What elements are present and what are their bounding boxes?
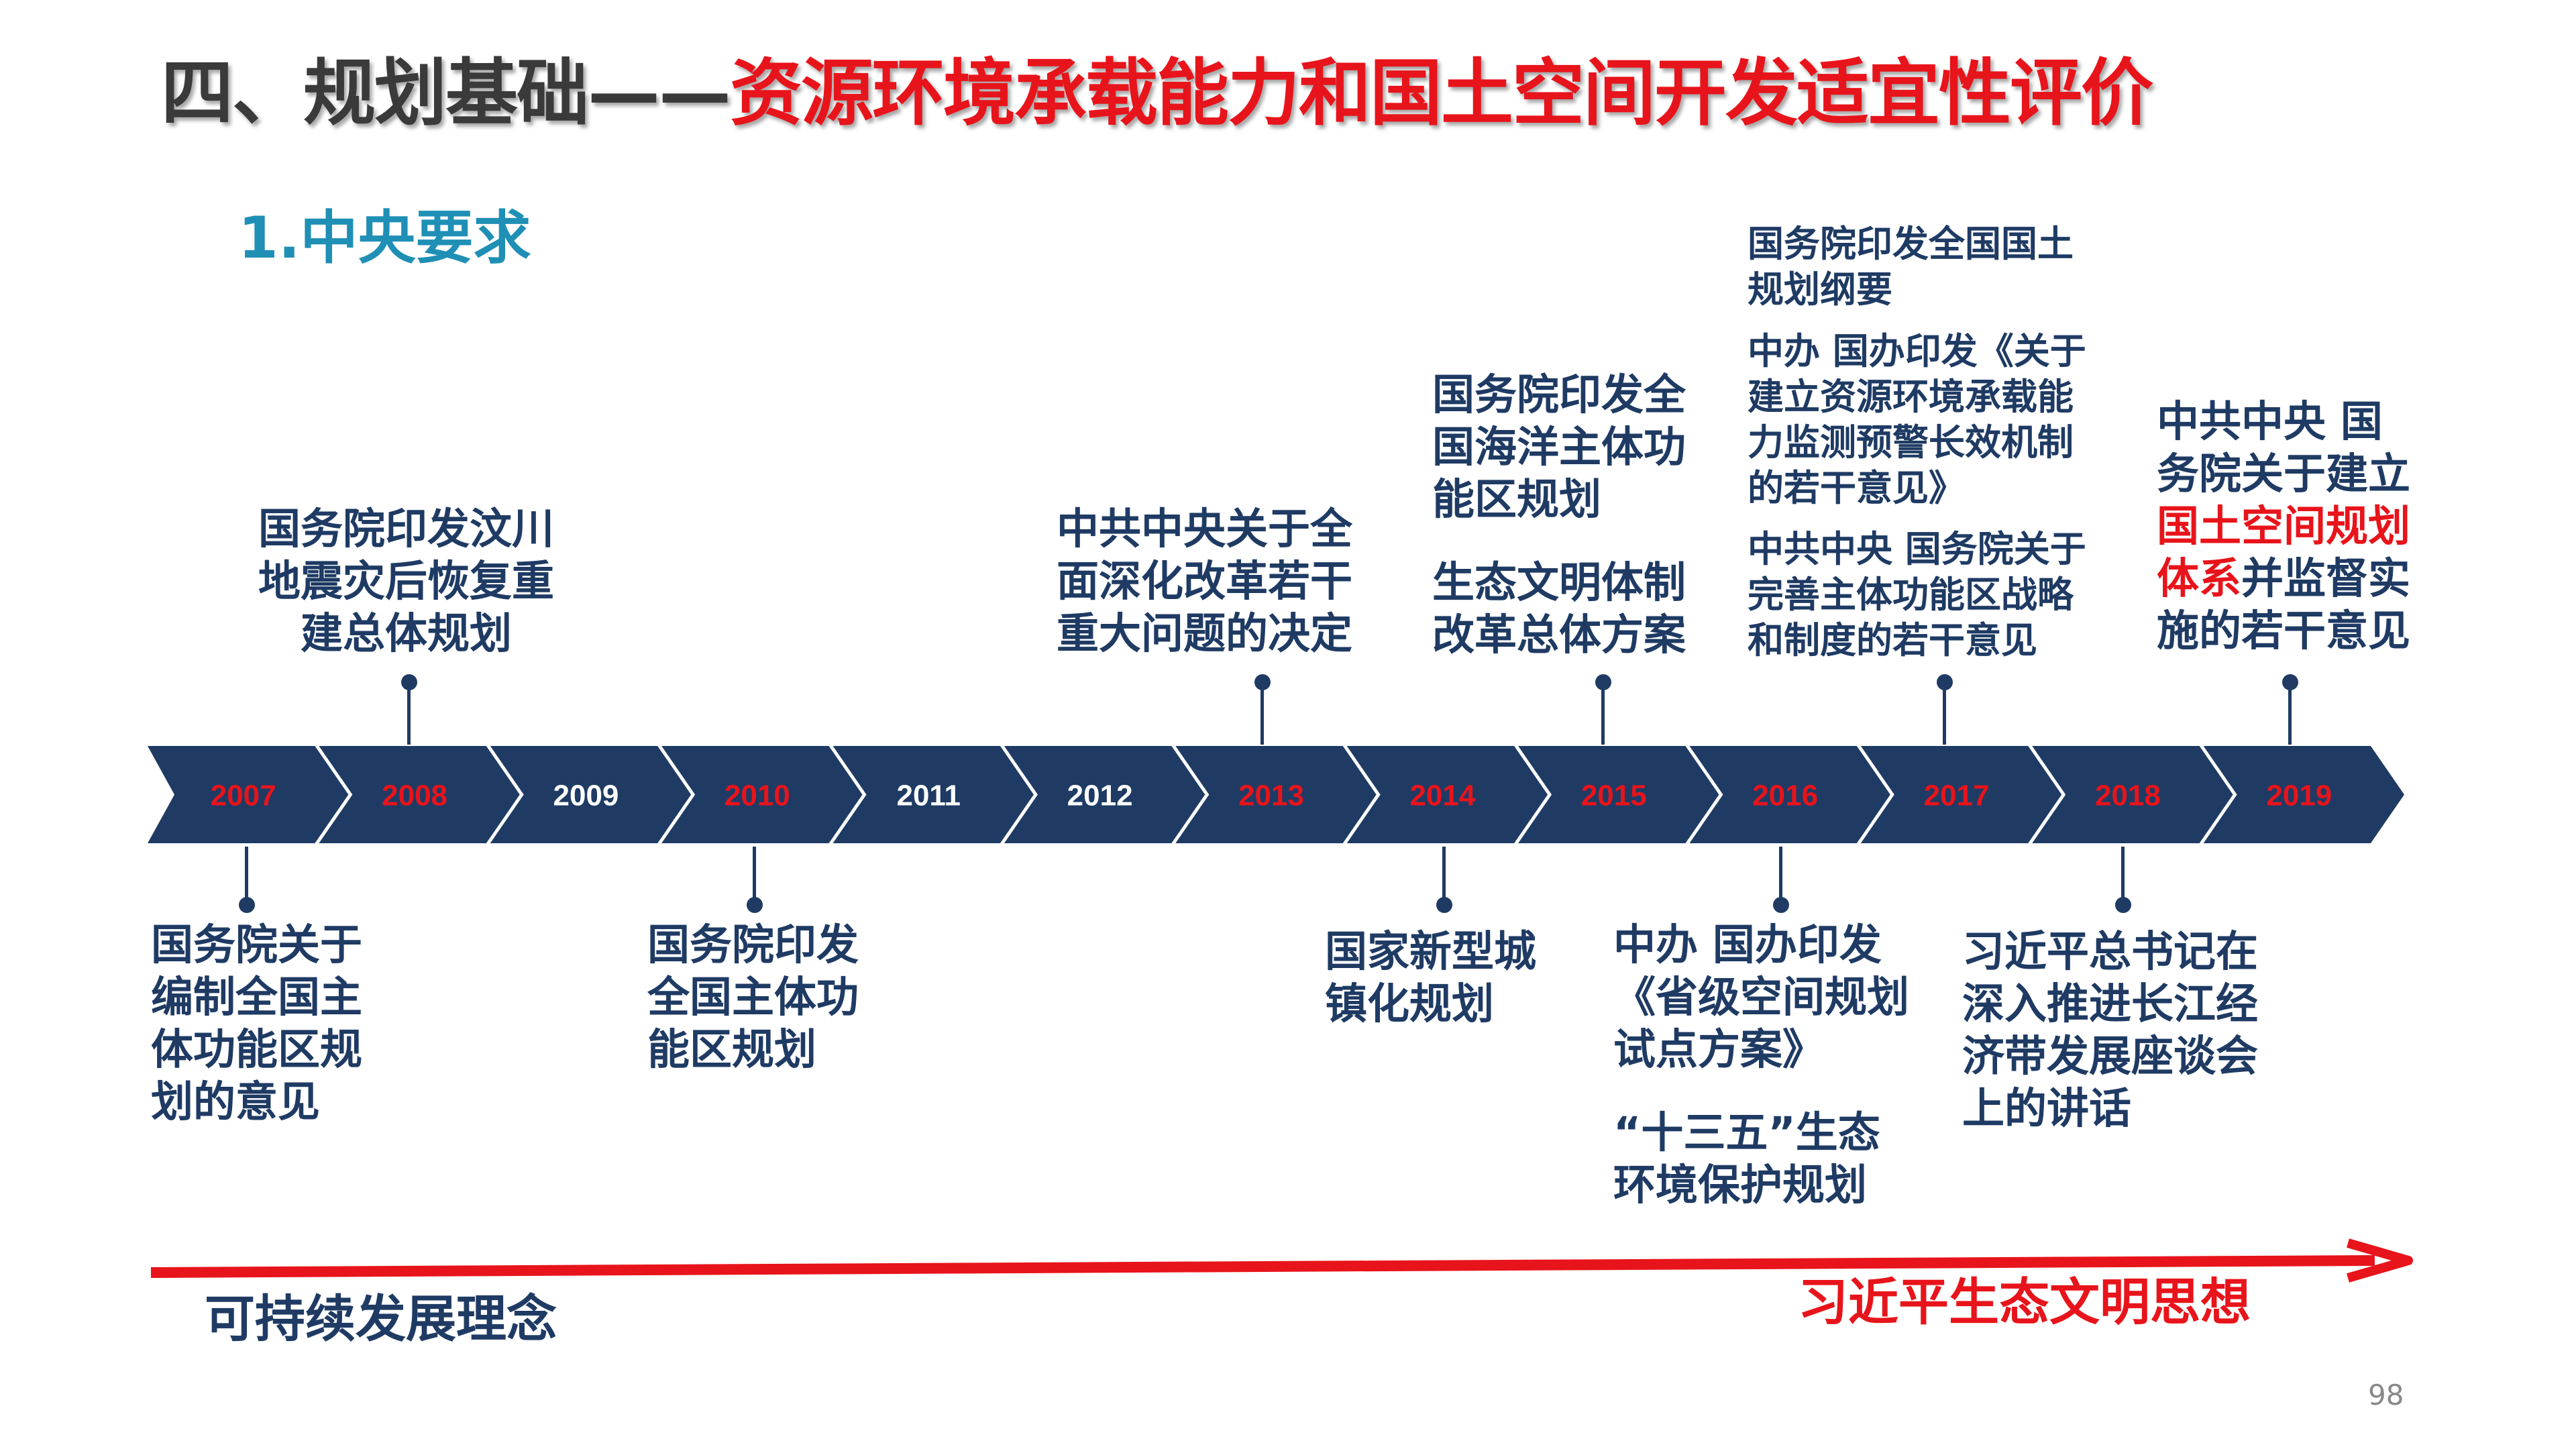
connector-dot-2016 — [1773, 897, 1789, 913]
timeline-segment-2012 — [1004, 746, 1205, 843]
timeline-segment-2019 — [2203, 746, 2404, 843]
event-2016-pilot: 中办 国办印发 《省级空间规划 试点方案》 — [1613, 920, 1909, 1074]
connector-line-2014 — [1442, 847, 1446, 904]
year-label-2019: 2019 — [2266, 780, 2332, 812]
year-label-2010: 2010 — [724, 780, 790, 812]
event-2007: 国务院关于 编制全国主 体功能区规 划的意见 — [151, 920, 362, 1126]
arrow-head — [2347, 1238, 2413, 1283]
timeline-segment-2007 — [148, 746, 349, 843]
event-2017-monitoring: 中办 国办印发《关于 建立资源环境承载能 力监测预警长效机制 的若干意见》 — [1748, 330, 2086, 509]
year-label-2007: 2007 — [211, 780, 276, 812]
connector-line-2013 — [1260, 688, 1264, 745]
event-2019: 中共中央 国 务院关于建立 国土空间规划 体系并监督实 施的若干意见 — [2157, 396, 2425, 657]
event-2019-highlight: 国土空间规划 体系 — [2157, 502, 2410, 603]
connector-line-2017 — [1943, 688, 1946, 745]
event-2016-eco: “十三五”生态 环境保护规划 — [1613, 1108, 1880, 1210]
section-subtitle: 1.中央要求 — [238, 205, 531, 272]
connector-dot-2010 — [747, 897, 763, 913]
event-2017-function-zone: 中共中央 国务院关于 完善主体功能区战略 和制度的若干意见 — [1748, 528, 2086, 661]
event-2014: 国家新型城 镇化规划 — [1325, 927, 1536, 1028]
timeline-segment-2011 — [833, 746, 1034, 843]
connector-line-2019 — [2288, 688, 2292, 745]
event-2018: 习近平总书记在 深入推进长江经 济带发展座谈会 上的讲话 — [1962, 927, 2258, 1133]
connector-line-2010 — [753, 847, 756, 904]
connector-line-2007 — [245, 847, 248, 904]
label-eco-civilization: 习近平生态文明思想 — [1798, 1273, 2251, 1332]
connector-line-2016 — [1779, 847, 1782, 904]
event-2015-ocean: 国务院印发全 国海洋主体功 能区规划 — [1432, 370, 1686, 524]
year-label-2014: 2014 — [1409, 780, 1475, 812]
year-label-2009: 2009 — [553, 780, 619, 812]
year-label-2017: 2017 — [1924, 780, 1990, 812]
connector-dot-2018 — [2115, 897, 2131, 913]
timeline-segment-2017 — [1860, 746, 2062, 843]
progress-arrow — [150, 1238, 2413, 1283]
connector-line-2018 — [2121, 847, 2125, 904]
timeline-segment-2015 — [1518, 746, 1719, 843]
title-highlight: 资源环境承载能力和国土空间开发适宜性评价 — [730, 52, 2153, 136]
timeline-segment-2013 — [1175, 746, 1377, 843]
timeline-segment-2016 — [1689, 746, 1890, 843]
timeline-segment-2018 — [2032, 746, 2233, 843]
year-label-2015: 2015 — [1581, 780, 1647, 812]
event-2013: 中共中央关于全 面深化改革若干 重大问题的决定 — [1057, 504, 1352, 658]
year-label-2013: 2013 — [1238, 780, 1304, 812]
connector-line-2008 — [407, 688, 411, 745]
title-prefix: 四、规划基础—— — [161, 52, 731, 136]
timeline-segment-2010 — [661, 746, 863, 843]
timeline-segment-2014 — [1346, 746, 1548, 843]
year-label-2012: 2012 — [1067, 780, 1133, 812]
timeline-segment-2008 — [319, 746, 520, 843]
event-2019-part1: 中共中央 国 务院关于建立 — [2157, 397, 2410, 498]
connector-dot-2014 — [1436, 897, 1452, 913]
timeline-segment-2009 — [490, 746, 692, 843]
event-2008: 国务院印发汶川 地震灾后恢复重 建总体规划 — [258, 504, 554, 658]
event-2017-land-plan: 国务院印发全国国土 规划纲要 — [1748, 223, 2074, 311]
year-label-2008: 2008 — [382, 780, 447, 812]
event-2019-part2: 并监督实 施的若干意见 — [2157, 554, 2410, 655]
event-2015-reform: 生态文明体制 改革总体方案 — [1432, 558, 1686, 659]
connector-dot-2007 — [239, 897, 255, 913]
page-number: 98 — [2368, 1379, 2404, 1411]
timeline-chevrons: 2007 2008 2009 2010 2011 2012 2013 2014 2015 2016… — [148, 746, 2404, 843]
event-2010: 国务院印发 全国主体功 能区规划 — [647, 920, 859, 1074]
label-sustainable-development: 可持续发展理念 — [205, 1289, 557, 1348]
year-label-2011: 2011 — [896, 780, 960, 812]
year-label-2016: 2016 — [1752, 780, 1818, 812]
page-title: 四、规划基础——资源环境承载能力和国土空间开发适宜性评价 — [161, 44, 2153, 144]
arrow-shaft — [150, 1255, 2375, 1278]
connector-line-2015 — [1601, 688, 1605, 745]
year-label-2018: 2018 — [2095, 780, 2161, 812]
